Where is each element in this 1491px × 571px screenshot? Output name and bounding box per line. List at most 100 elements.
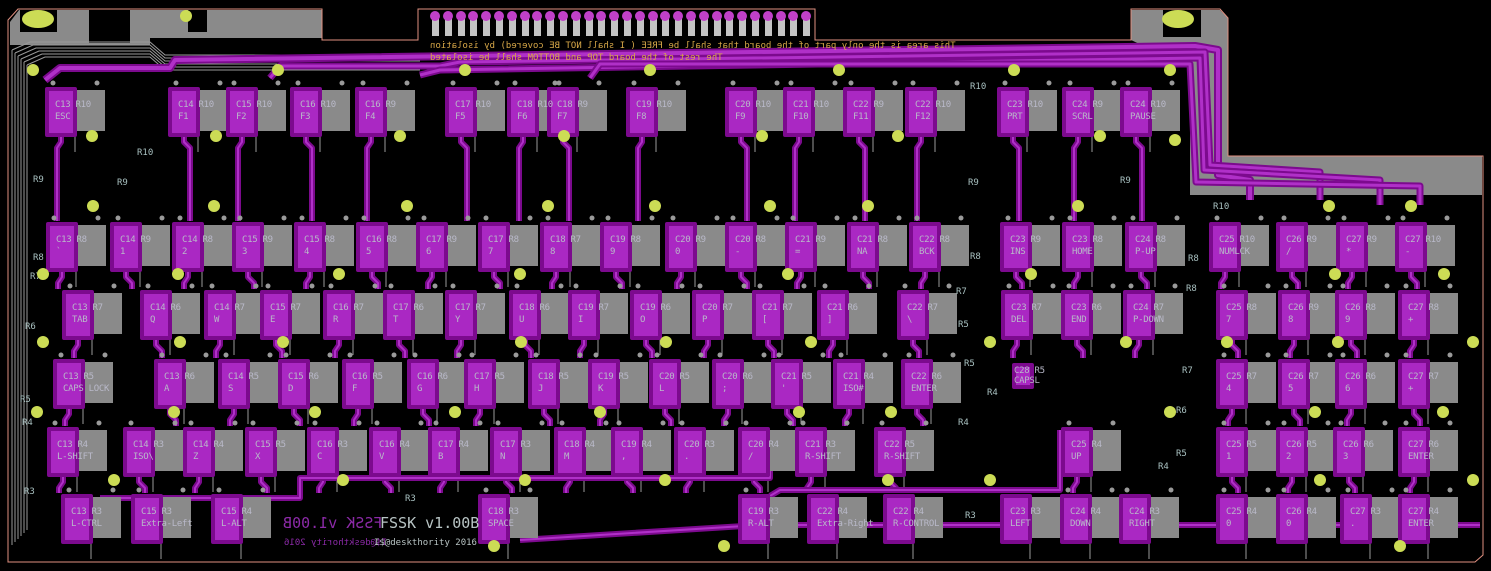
switch-pad — [1216, 290, 1248, 340]
switch-pad — [901, 359, 933, 409]
key-ref: C13 R10 — [55, 100, 91, 110]
connector-pin — [688, 14, 695, 36]
caps-led: C28 R5 CAPSL — [1012, 363, 1045, 389]
key-ref: C22 R6 — [911, 372, 942, 382]
via-hole — [1164, 64, 1176, 76]
key-label: 5 — [1288, 384, 1294, 394]
copper-trace — [664, 406, 672, 426]
key-label: P — [702, 315, 708, 325]
copper-trace — [275, 337, 283, 358]
key-label: BCK — [919, 247, 935, 257]
switch-pad — [1335, 359, 1367, 409]
copper-trace — [858, 134, 866, 221]
key-ref: C13 R8 — [56, 235, 87, 245]
switch-pad — [1000, 494, 1032, 544]
switch-pad — [168, 87, 200, 137]
copper-trace — [1073, 269, 1079, 289]
switch-pad — [183, 427, 215, 477]
led-ref: C28 R5 — [1014, 366, 1045, 376]
switch-pad — [445, 87, 477, 137]
connector-pin — [624, 14, 631, 36]
via-hole — [309, 406, 321, 418]
key-ref: C19 R7 — [578, 303, 609, 313]
switch-pad — [1216, 494, 1248, 544]
connector-pin — [675, 14, 683, 36]
switch-pad — [509, 290, 541, 340]
key-label: ] — [827, 315, 833, 325]
key-label: 2 — [182, 247, 188, 257]
switch-pad — [1125, 222, 1157, 272]
switch-pad — [478, 222, 510, 272]
via-hole — [1120, 336, 1132, 348]
connector-pin-pad — [596, 11, 607, 21]
key-footprint: C21 R5' — [771, 359, 831, 409]
switch-pad — [172, 222, 204, 272]
key-ref: C15 R3 — [141, 507, 172, 517]
connector-pin-pad — [673, 11, 684, 21]
switch-pad — [1216, 427, 1248, 477]
key-footprint: C27 R7+ — [1398, 359, 1458, 409]
via-hole — [1394, 540, 1406, 552]
switch-pad — [795, 427, 827, 477]
switch-pad — [53, 359, 85, 409]
connector-pin-pad — [724, 11, 735, 21]
key-label: CAPS LOCK — [63, 384, 110, 394]
key-label: ENTER — [1408, 519, 1434, 529]
key-ref: C20 R6 — [722, 372, 753, 382]
key-label: LEFT — [1010, 519, 1031, 529]
switch-pad — [649, 359, 681, 409]
copper-trace — [1135, 134, 1143, 221]
copper-trace — [645, 337, 653, 358]
switch-pad — [833, 359, 865, 409]
via-hole — [984, 474, 996, 486]
led-label: CAPSL — [1014, 376, 1040, 386]
copper-trace — [371, 269, 379, 289]
connector-pin — [585, 14, 593, 36]
key-ref: C15 R5 — [255, 440, 286, 450]
switch-pad — [355, 87, 387, 137]
switch-pad — [416, 222, 448, 272]
copper-trace — [305, 269, 311, 289]
key-label: F11 — [853, 112, 869, 122]
net-label: R5 — [20, 395, 31, 405]
key-label: F3 — [300, 112, 311, 122]
key-footprint: C13 R8` — [46, 222, 106, 272]
switch-pad — [712, 359, 744, 409]
key-ref: C24 R7 — [1133, 303, 1164, 313]
key-ref: C17 R5 — [474, 372, 505, 382]
key-label: ENTER — [911, 384, 937, 394]
key-footprint: C22 R7\ — [897, 290, 957, 340]
key-ref: C14 R10 — [178, 100, 214, 110]
switch-pad — [383, 290, 415, 340]
key-ref: C22 R7 — [907, 303, 938, 313]
key-label: P-DOWN — [1133, 315, 1164, 325]
via-hole — [514, 268, 526, 280]
key-label: DEL — [1011, 315, 1027, 325]
connector-pin-pad — [455, 11, 466, 21]
key-footprint: C24 R7 P-DOWN — [1123, 290, 1183, 340]
key-ref: C20 R5 — [659, 372, 690, 382]
via-hole — [1309, 406, 1321, 418]
key-ref: C20 R10 — [735, 100, 771, 110]
key-label: HOME — [1072, 247, 1093, 257]
connector-pin-pad — [775, 11, 786, 21]
switch-pad — [1216, 359, 1248, 409]
key-ref: C26 R6 — [1345, 372, 1376, 382]
key-ref: C18 R5 — [538, 372, 569, 382]
